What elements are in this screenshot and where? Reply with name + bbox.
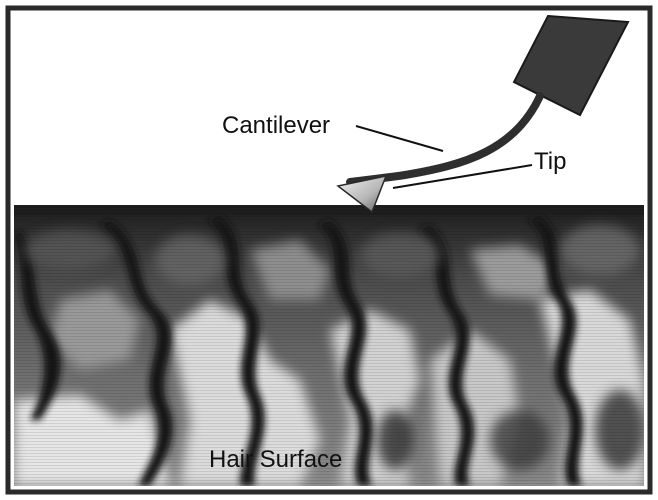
tip-label: Tip xyxy=(534,148,566,175)
hair-surface-image xyxy=(14,205,645,486)
hair-surface-label: Hair Surface xyxy=(209,446,342,473)
cantilever-label: Cantilever xyxy=(222,112,330,139)
